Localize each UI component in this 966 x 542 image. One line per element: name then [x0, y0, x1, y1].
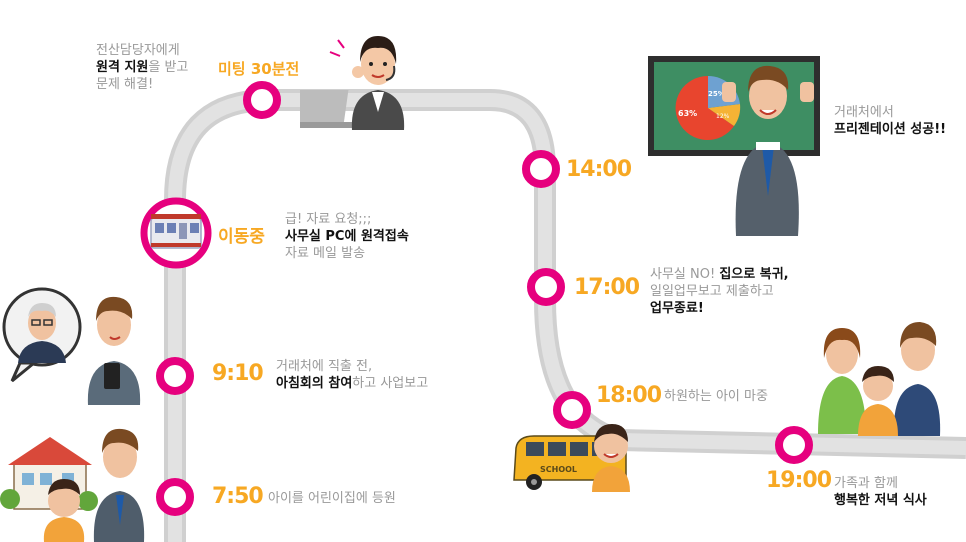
train-icon [151, 214, 201, 248]
time-0750: 7:50 [212, 484, 263, 509]
marker-0750 [160, 482, 190, 512]
marker-1400 [526, 154, 556, 184]
daycare-scene-icon [0, 415, 150, 542]
operator-woman-icon [300, 22, 410, 130]
moving-desc: 급! 자료 요청;;; 사무실 PC에 원격접속 자료 메일 발송 [285, 211, 409, 262]
moving-label: 이동중 [218, 222, 265, 247]
marker-0910 [160, 361, 190, 391]
kid-icon [588, 420, 634, 492]
meeting-label: 미팅 30분전 [218, 58, 299, 79]
time-1700: 17:00 [574, 275, 639, 300]
time-1400: 14:00 [566, 157, 631, 182]
marker-1700 [531, 272, 561, 302]
desc-1900: 가족과 함께 행복한 저녁 식사 [834, 475, 927, 509]
family-icon [818, 318, 942, 438]
time-1900: 19:00 [766, 468, 831, 493]
meeting-desc: 전산담당자에게 원격 지원을 받고 문제 해결! [96, 42, 188, 93]
desc-0750: 아이를 어린이집에 등원 [268, 490, 396, 507]
pie-slice-3: 12% [716, 113, 730, 120]
time-1800: 18:00 [596, 383, 661, 408]
marker-meeting [247, 85, 277, 115]
desc-0910: 거래처에 직출 전, 아침회의 참여하고 사업보고 [276, 358, 428, 392]
marker-1900 [779, 430, 809, 460]
desc-1400: 거래처에서 프리젠테이션 성공!! [834, 104, 946, 138]
video-call-icon [0, 285, 150, 405]
marker-moving [144, 201, 208, 265]
desc-1800: 하원하는 아이 마중 [664, 388, 768, 405]
time-0910: 9:10 [212, 361, 263, 386]
pie-slice-1: 63% [678, 109, 697, 118]
bus-label: SCHOOL [540, 465, 577, 474]
desc-1700: 사무실 NO! 집으로 복귀, 일일업무보고 제출하고 업무종료! [650, 266, 789, 317]
presentation-scene-icon: 63% 25% 12% [648, 56, 828, 236]
